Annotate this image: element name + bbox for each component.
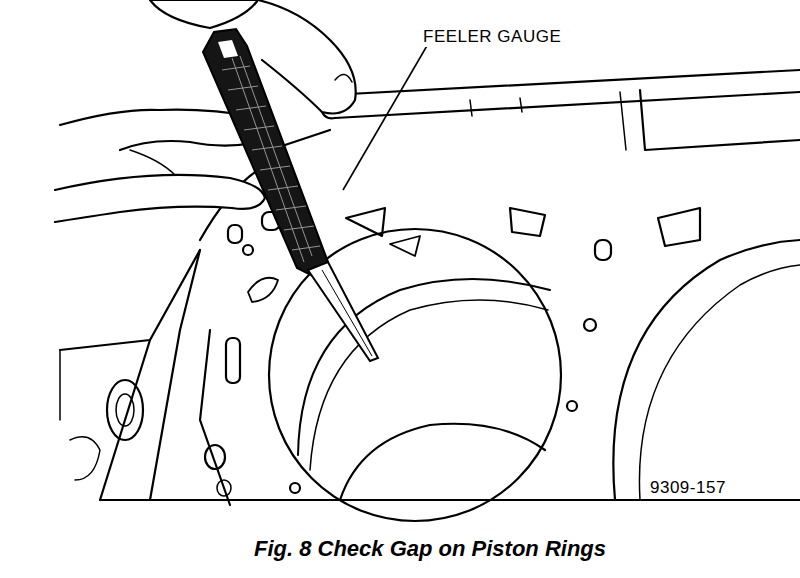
cylinder-block (470, 98, 522, 116)
cylinder-block (658, 208, 700, 246)
cylinder-block (205, 445, 225, 469)
leader-line (343, 44, 428, 190)
cylinder-block (613, 240, 800, 500)
cylinder-block (584, 319, 596, 331)
cylinder-block (640, 90, 800, 150)
hand (55, 0, 356, 222)
cylinder-block (60, 70, 800, 521)
feeler-gauge (232, 56, 312, 262)
part-label: FEELER GAUGE (421, 27, 563, 47)
cylinder-block (620, 92, 626, 150)
cylinder-block (100, 340, 150, 500)
feeler-gauge (218, 40, 238, 58)
cylinder-block (217, 480, 231, 496)
feeler-gauge (222, 56, 320, 262)
figure-caption: Fig. 8 Check Gap on Piston Rings (252, 536, 608, 562)
feeler-gauge (203, 29, 378, 361)
cylinder-block (243, 245, 253, 255)
hand (150, 0, 258, 28)
cylinder-block (639, 265, 800, 500)
cylinder-block (510, 208, 545, 236)
cylinder-block (595, 240, 611, 260)
figure-number: 9309-157 (648, 478, 728, 498)
cylinder-block (346, 208, 385, 236)
cylinder-block (567, 401, 577, 411)
hand (130, 150, 175, 175)
cylinder-block (116, 394, 134, 426)
hand (335, 74, 352, 82)
feeler-gauge (203, 29, 328, 276)
cylinder-block (290, 483, 300, 493)
feeler-gauge (308, 262, 378, 361)
cylinder-block (340, 424, 545, 500)
feeler-gauge (322, 270, 372, 356)
cylinder-block (390, 236, 420, 256)
cylinder-block (248, 278, 278, 302)
cylinder-block (269, 229, 561, 521)
cylinder-block (335, 92, 800, 118)
cylinder-block (100, 499, 800, 501)
cylinder-block (59, 350, 61, 420)
cylinder-block (70, 437, 100, 480)
cylinder-block (228, 225, 242, 243)
hand (55, 175, 265, 222)
cylinder-block (226, 338, 240, 383)
cylinder-block (107, 380, 143, 440)
cylinder-block (150, 250, 200, 500)
feeler-gauge (222, 66, 320, 250)
hand (258, 0, 356, 114)
